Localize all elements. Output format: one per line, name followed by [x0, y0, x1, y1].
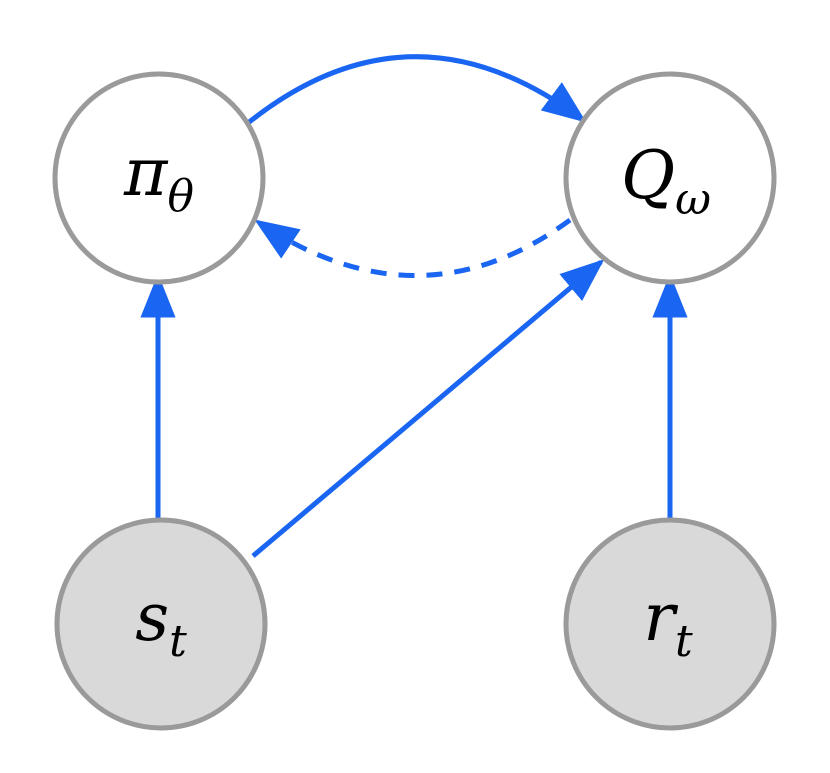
node-state-symbol: s [135, 579, 169, 656]
node-state-label: st [135, 579, 187, 667]
node-critic: Qω [563, 71, 777, 285]
edges-group [140, 54, 688, 558]
node-state: st [54, 517, 268, 731]
node-reward-subscript: t [675, 616, 693, 667]
edge-state-to-critic [251, 259, 605, 558]
node-reward: rt [563, 517, 777, 731]
node-policy-symbol: π [123, 134, 169, 211]
node-state-circle [54, 517, 268, 731]
node-policy-circle [52, 71, 266, 285]
node-critic-subscript: ω [675, 174, 711, 225]
node-policy-subscript: θ [167, 171, 194, 222]
node-critic-symbol: Q [621, 137, 675, 214]
node-state-subscript: t [169, 616, 187, 667]
node-reward-label: rt [643, 579, 693, 667]
node-critic-label: Qω [621, 137, 711, 225]
edge-policy-to-critic [246, 54, 587, 125]
node-policy-label: πθ [123, 134, 194, 222]
node-critic-circle [563, 71, 777, 285]
node-reward-symbol: r [643, 579, 678, 656]
node-reward-circle [563, 517, 777, 731]
edge-critic-to-policy [254, 217, 572, 278]
node-policy: πθ [52, 71, 266, 285]
